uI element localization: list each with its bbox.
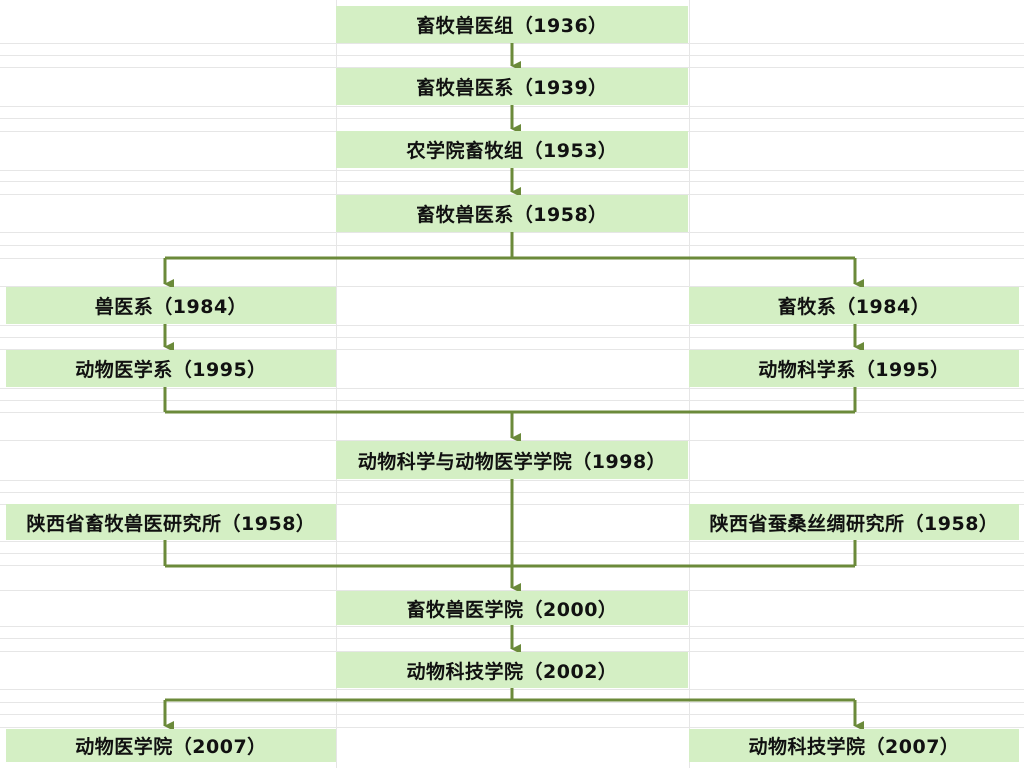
- node-1939: 畜牧兽医系（1939）: [336, 68, 688, 105]
- node-institute-animal-1958: 陕西省畜牧兽医研究所（1958）: [6, 504, 336, 540]
- node-ani-1995: 动物科学系（1995）: [689, 350, 1019, 387]
- node-vet-1995: 动物医学系（1995）: [6, 350, 336, 387]
- grid-row-line: [0, 727, 1024, 728]
- node-1936: 畜牧兽医组（1936）: [336, 6, 688, 43]
- grid-row-line: [0, 714, 1024, 715]
- node-vet-college-2007: 动物医学院（2007）: [6, 729, 336, 762]
- node-institute-silk-1958: 陕西省蚕桑丝绸研究所（1958）: [689, 504, 1019, 540]
- node-vet-1984: 兽医系（1984）: [6, 287, 336, 324]
- grid-row-line: [0, 388, 1024, 389]
- node-college-2000: 畜牧兽医学院（2000）: [336, 591, 688, 625]
- grid-row-line: [0, 337, 1024, 338]
- node-college-2002: 动物科技学院（2002）: [336, 652, 688, 688]
- grid-row-line: [0, 702, 1024, 703]
- grid-row-line: [0, 286, 1024, 287]
- node-ani-1984: 畜牧系（1984）: [689, 287, 1019, 324]
- node-college-1998: 动物科学与动物医学学院（1998）: [336, 441, 688, 479]
- grid-row-line: [0, 325, 1024, 326]
- grid-row-line: [0, 400, 1024, 401]
- node-1953: 农学院畜牧组（1953）: [336, 131, 688, 168]
- grid-row-line: [0, 349, 1024, 350]
- grid-col-line: [336, 0, 337, 768]
- node-1958: 畜牧兽医系（1958）: [336, 195, 688, 232]
- node-ani-college-2007: 动物科技学院（2007）: [689, 729, 1019, 762]
